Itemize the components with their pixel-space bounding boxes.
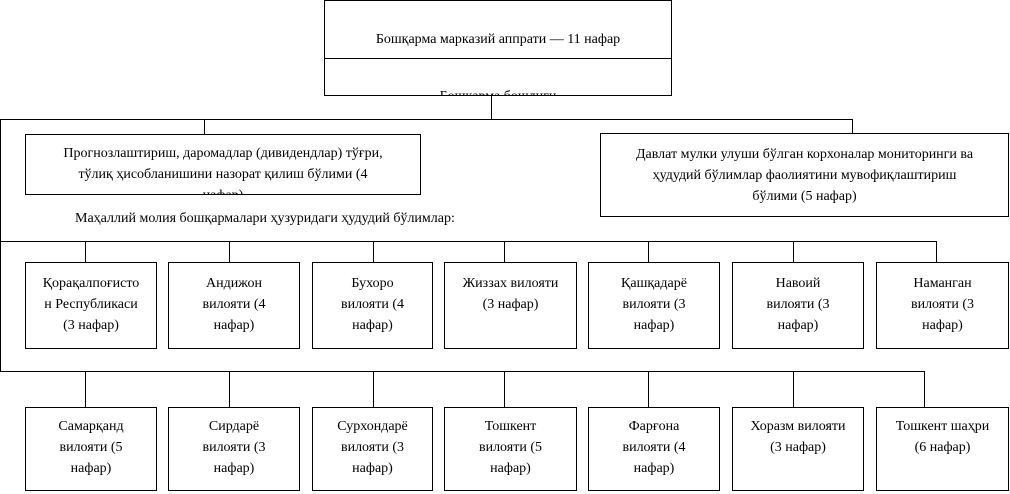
region-box: Қашқадарё вилояти (3 нафар) xyxy=(588,262,720,349)
regional-label: Маҳаллий молия бошқармалари ҳузуридаги ҳ… xyxy=(75,211,455,226)
connector xyxy=(373,371,374,407)
connector xyxy=(852,119,853,133)
region-box: Хоразм вилояти (3 нафар) xyxy=(732,407,864,491)
connector xyxy=(648,241,649,262)
region-box: Фарғона вилояти (4 нафар) xyxy=(588,407,720,491)
connector xyxy=(0,241,937,242)
connector xyxy=(936,241,937,262)
connector xyxy=(229,371,230,407)
connector xyxy=(0,119,853,120)
region-box: Тошкент вилояти (5 нафар) xyxy=(444,407,577,491)
connector xyxy=(229,241,230,262)
region-box: Андижон вилояти (4 нафар) xyxy=(168,262,300,349)
connector xyxy=(0,119,1,372)
central-office-box: Бошқарма марказий аппрати — 11 нафар Бош… xyxy=(324,0,672,96)
region-box: Сурхондарё вилояти (3 нафар) xyxy=(312,407,433,491)
connector xyxy=(504,371,505,407)
connector xyxy=(0,371,925,372)
region-box: Наманган вилояти (3 нафар) xyxy=(876,262,1009,349)
connector xyxy=(85,241,86,262)
region-box: Бухоро вилояти (4 нафар) xyxy=(312,262,433,349)
department-box-monitoring: Давлат мулки улуши бўлган корхоналар мон… xyxy=(600,133,1009,217)
region-box: Жиззах вилояти (3 нафар) xyxy=(444,262,577,349)
connector xyxy=(793,371,794,407)
region-box: Сирдарё вилояти (3 нафар) xyxy=(168,407,300,491)
region-box: Тошкент шаҳри (6 нафар) xyxy=(876,407,1009,491)
central-office-title: Бошқарма марказий аппрати — 11 нафар xyxy=(325,22,671,59)
connector xyxy=(204,119,205,134)
central-office-heads: Бошқарма бошлиғи Бошлиқ ўринбосари xyxy=(325,80,671,95)
region-box: Самарқанд вилояти (5 нафар) xyxy=(25,407,157,491)
connector xyxy=(85,371,86,407)
connector xyxy=(648,371,649,407)
connector xyxy=(491,95,492,119)
region-box: Қорақалпоғисто н Республикаси (3 нафар) xyxy=(25,262,157,349)
region-box: Навоий вилояти (3 нафар) xyxy=(732,262,864,349)
connector xyxy=(373,241,374,262)
connector xyxy=(924,371,925,407)
connector xyxy=(793,241,794,262)
department-box-forecasting: Прогнозлаштириш, даромадлар (дивидендлар… xyxy=(25,134,421,195)
connector xyxy=(504,241,505,262)
